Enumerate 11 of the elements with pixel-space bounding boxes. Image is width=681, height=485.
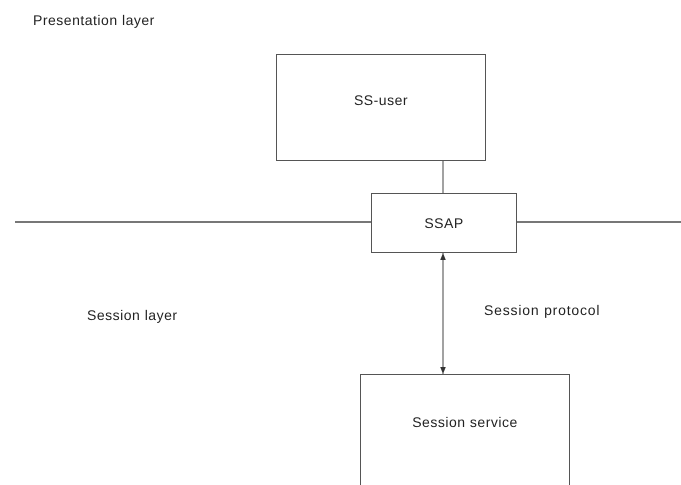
box-label: SSAP	[424, 215, 464, 231]
box-label: SS-user	[354, 92, 408, 108]
process-box	[371, 193, 517, 253]
process-box	[276, 54, 486, 161]
layer-label: Session layer	[87, 307, 178, 323]
edge-label: Session protocol	[484, 302, 600, 318]
box-label: Session service	[412, 414, 518, 430]
double-arrow	[440, 252, 446, 374]
connector-line	[442, 160, 444, 194]
layer-label: Presentation layer	[33, 12, 155, 28]
process-box	[360, 374, 570, 485]
